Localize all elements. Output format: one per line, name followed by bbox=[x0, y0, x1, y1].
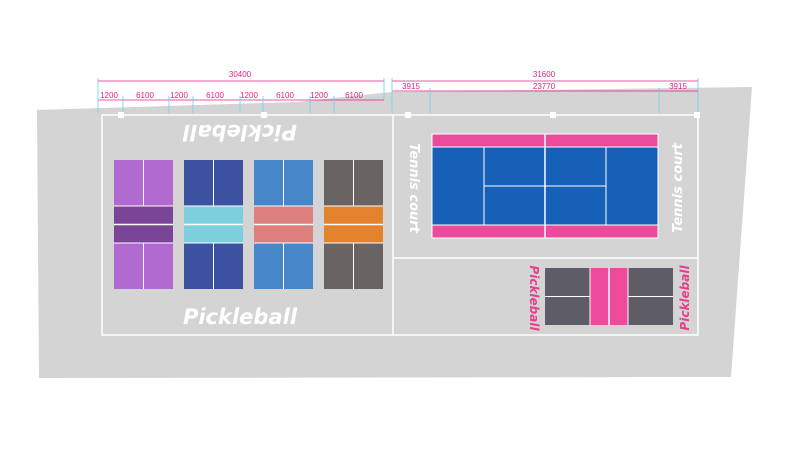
label-pickleball-top: Pickleball bbox=[182, 120, 297, 144]
dim-right-outer-right: 3915 bbox=[669, 82, 687, 91]
dim-left-seg-4: 6100 bbox=[206, 91, 224, 100]
label-tennis-left: Tennis court bbox=[406, 143, 421, 234]
dim-left-seg-6: 6100 bbox=[276, 91, 294, 100]
small-pickleball-court bbox=[545, 268, 673, 325]
dimension-lines bbox=[97, 78, 699, 113]
dim-right-total: 31600 bbox=[533, 70, 556, 79]
dim-right-outer-left: 3915 bbox=[402, 82, 420, 91]
dim-left-seg-5: 1200 bbox=[240, 91, 258, 100]
dim-left-seg-8: 6100 bbox=[345, 91, 363, 100]
dim-left-seg-3: 1200 bbox=[170, 91, 188, 100]
dim-right-inner: 23770 bbox=[533, 82, 556, 91]
label-small-pickleball-left: Pickleball bbox=[527, 265, 541, 331]
pickleball-court-4 bbox=[324, 160, 383, 289]
boundary-lines bbox=[101, 114, 699, 336]
dim-left-seg-1: 1200 bbox=[100, 91, 118, 100]
pickleball-court-2 bbox=[184, 160, 243, 289]
tennis-court bbox=[431, 133, 659, 239]
post-markers bbox=[118, 112, 700, 118]
label-tennis-right: Tennis court bbox=[671, 142, 686, 233]
label-small-pickleball-right: Pickleball bbox=[678, 265, 692, 331]
pickleball-court-3 bbox=[254, 160, 313, 289]
dim-left-total: 30400 bbox=[229, 70, 252, 79]
dim-left-seg-7: 1200 bbox=[310, 91, 328, 100]
pickleball-court-1 bbox=[114, 160, 173, 289]
label-pickleball-bottom: Pickleball bbox=[183, 305, 298, 329]
dim-left-seg-2: 6100 bbox=[136, 91, 154, 100]
